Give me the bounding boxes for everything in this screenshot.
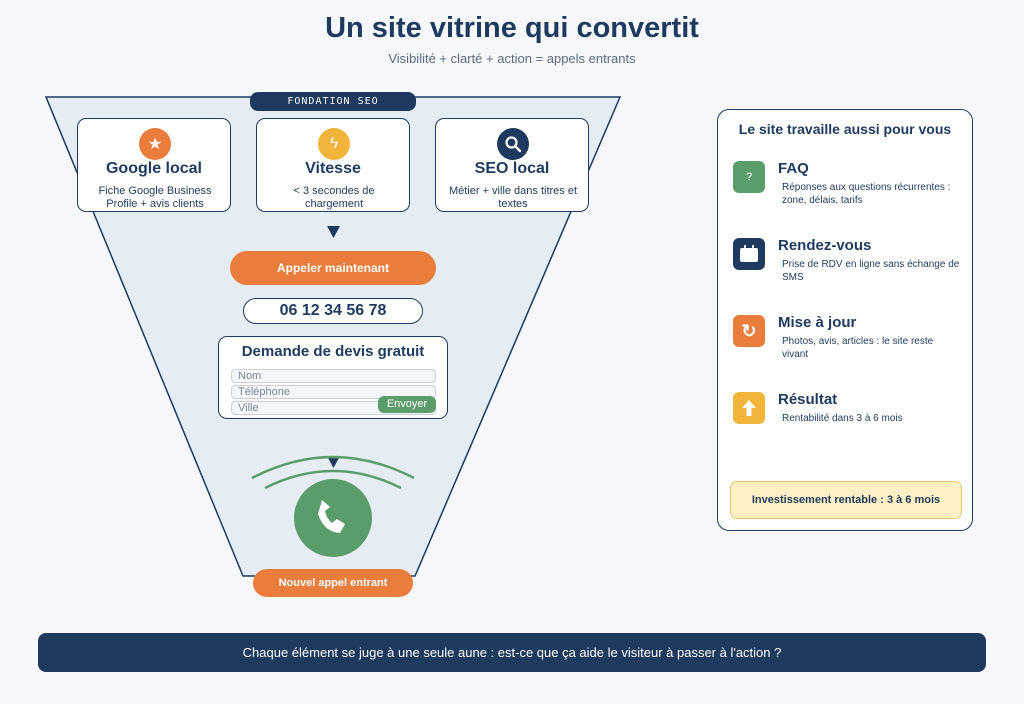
page-title: Un site vitrine qui convertit xyxy=(325,12,699,44)
quote-request-form: Demande de devis gratuit Nom Téléphone V… xyxy=(218,336,448,419)
card-description: Fiche Google Business Profile + avis cli… xyxy=(98,185,212,210)
card-vitesse: ϟ Vitesse < 3 secondes de chargement xyxy=(256,118,410,212)
calendar-icon xyxy=(733,238,765,270)
card-title: SEO local xyxy=(474,160,550,177)
card-seo-local: SEO local Métier + ville dans titres et … xyxy=(435,118,589,212)
question-icon: ? xyxy=(733,161,765,193)
signal-wave-outer xyxy=(251,455,415,480)
refresh-icon: ↻ xyxy=(733,315,765,347)
footer-banner: Chaque élément se juge à une seule aune … xyxy=(38,633,986,672)
arrow-down-icon xyxy=(327,226,340,238)
call-now-button[interactable]: Appeler maintenant xyxy=(230,251,436,285)
form-title: Demande de devis gratuit xyxy=(241,343,425,360)
feature-title: Mise à jour xyxy=(778,314,857,331)
seo-foundation-badge: FONDATION SEO xyxy=(250,92,416,111)
phone-icon xyxy=(318,500,345,533)
benefits-panel: Le site travaille aussi pour vous ? FAQ … xyxy=(717,109,973,531)
new-call-badge: Nouvel appel entrant xyxy=(253,569,413,597)
feature-title: Rendez-vous xyxy=(778,237,872,254)
card-description: < 3 secondes de chargement xyxy=(293,185,375,210)
feature-description: Réponses aux questions récurrentes : zon… xyxy=(782,182,951,206)
arrow-up-icon xyxy=(733,392,765,424)
card-google-local: ★ Google local Fiche Google Business Pro… xyxy=(77,118,231,212)
page-subtitle: Visibilité + clarté + action = appels en… xyxy=(388,51,636,66)
phone-number[interactable]: 06 12 34 56 78 xyxy=(243,298,423,324)
feature-title: Résultat xyxy=(778,391,838,408)
card-title: Vitesse xyxy=(305,160,361,177)
feature-description: Photos, avis, articles : le site reste v… xyxy=(782,336,934,360)
search-icon xyxy=(497,128,529,160)
card-title: Google local xyxy=(105,160,202,177)
incoming-call-circle xyxy=(294,479,372,557)
phone-field[interactable]: Téléphone xyxy=(231,385,436,399)
send-button[interactable]: Envoyer xyxy=(378,396,436,413)
name-field[interactable]: Nom xyxy=(231,369,436,383)
panel-title: Le site travaille aussi pour vous xyxy=(738,121,952,137)
signal-wave-inner xyxy=(264,469,402,490)
star-icon: ★ xyxy=(139,128,171,160)
feature-description: Rentabilité dans 3 à 6 mois xyxy=(782,413,903,424)
arrow-down-icon xyxy=(327,456,340,468)
card-description: Métier + ville dans titres et textes xyxy=(448,185,578,210)
investment-callout: Investissement rentable : 3 à 6 mois xyxy=(730,481,962,519)
feature-description: Prise de RDV en ligne sans échange de SM… xyxy=(782,259,960,283)
lightning-icon: ϟ xyxy=(318,128,350,160)
feature-title: FAQ xyxy=(778,160,809,177)
